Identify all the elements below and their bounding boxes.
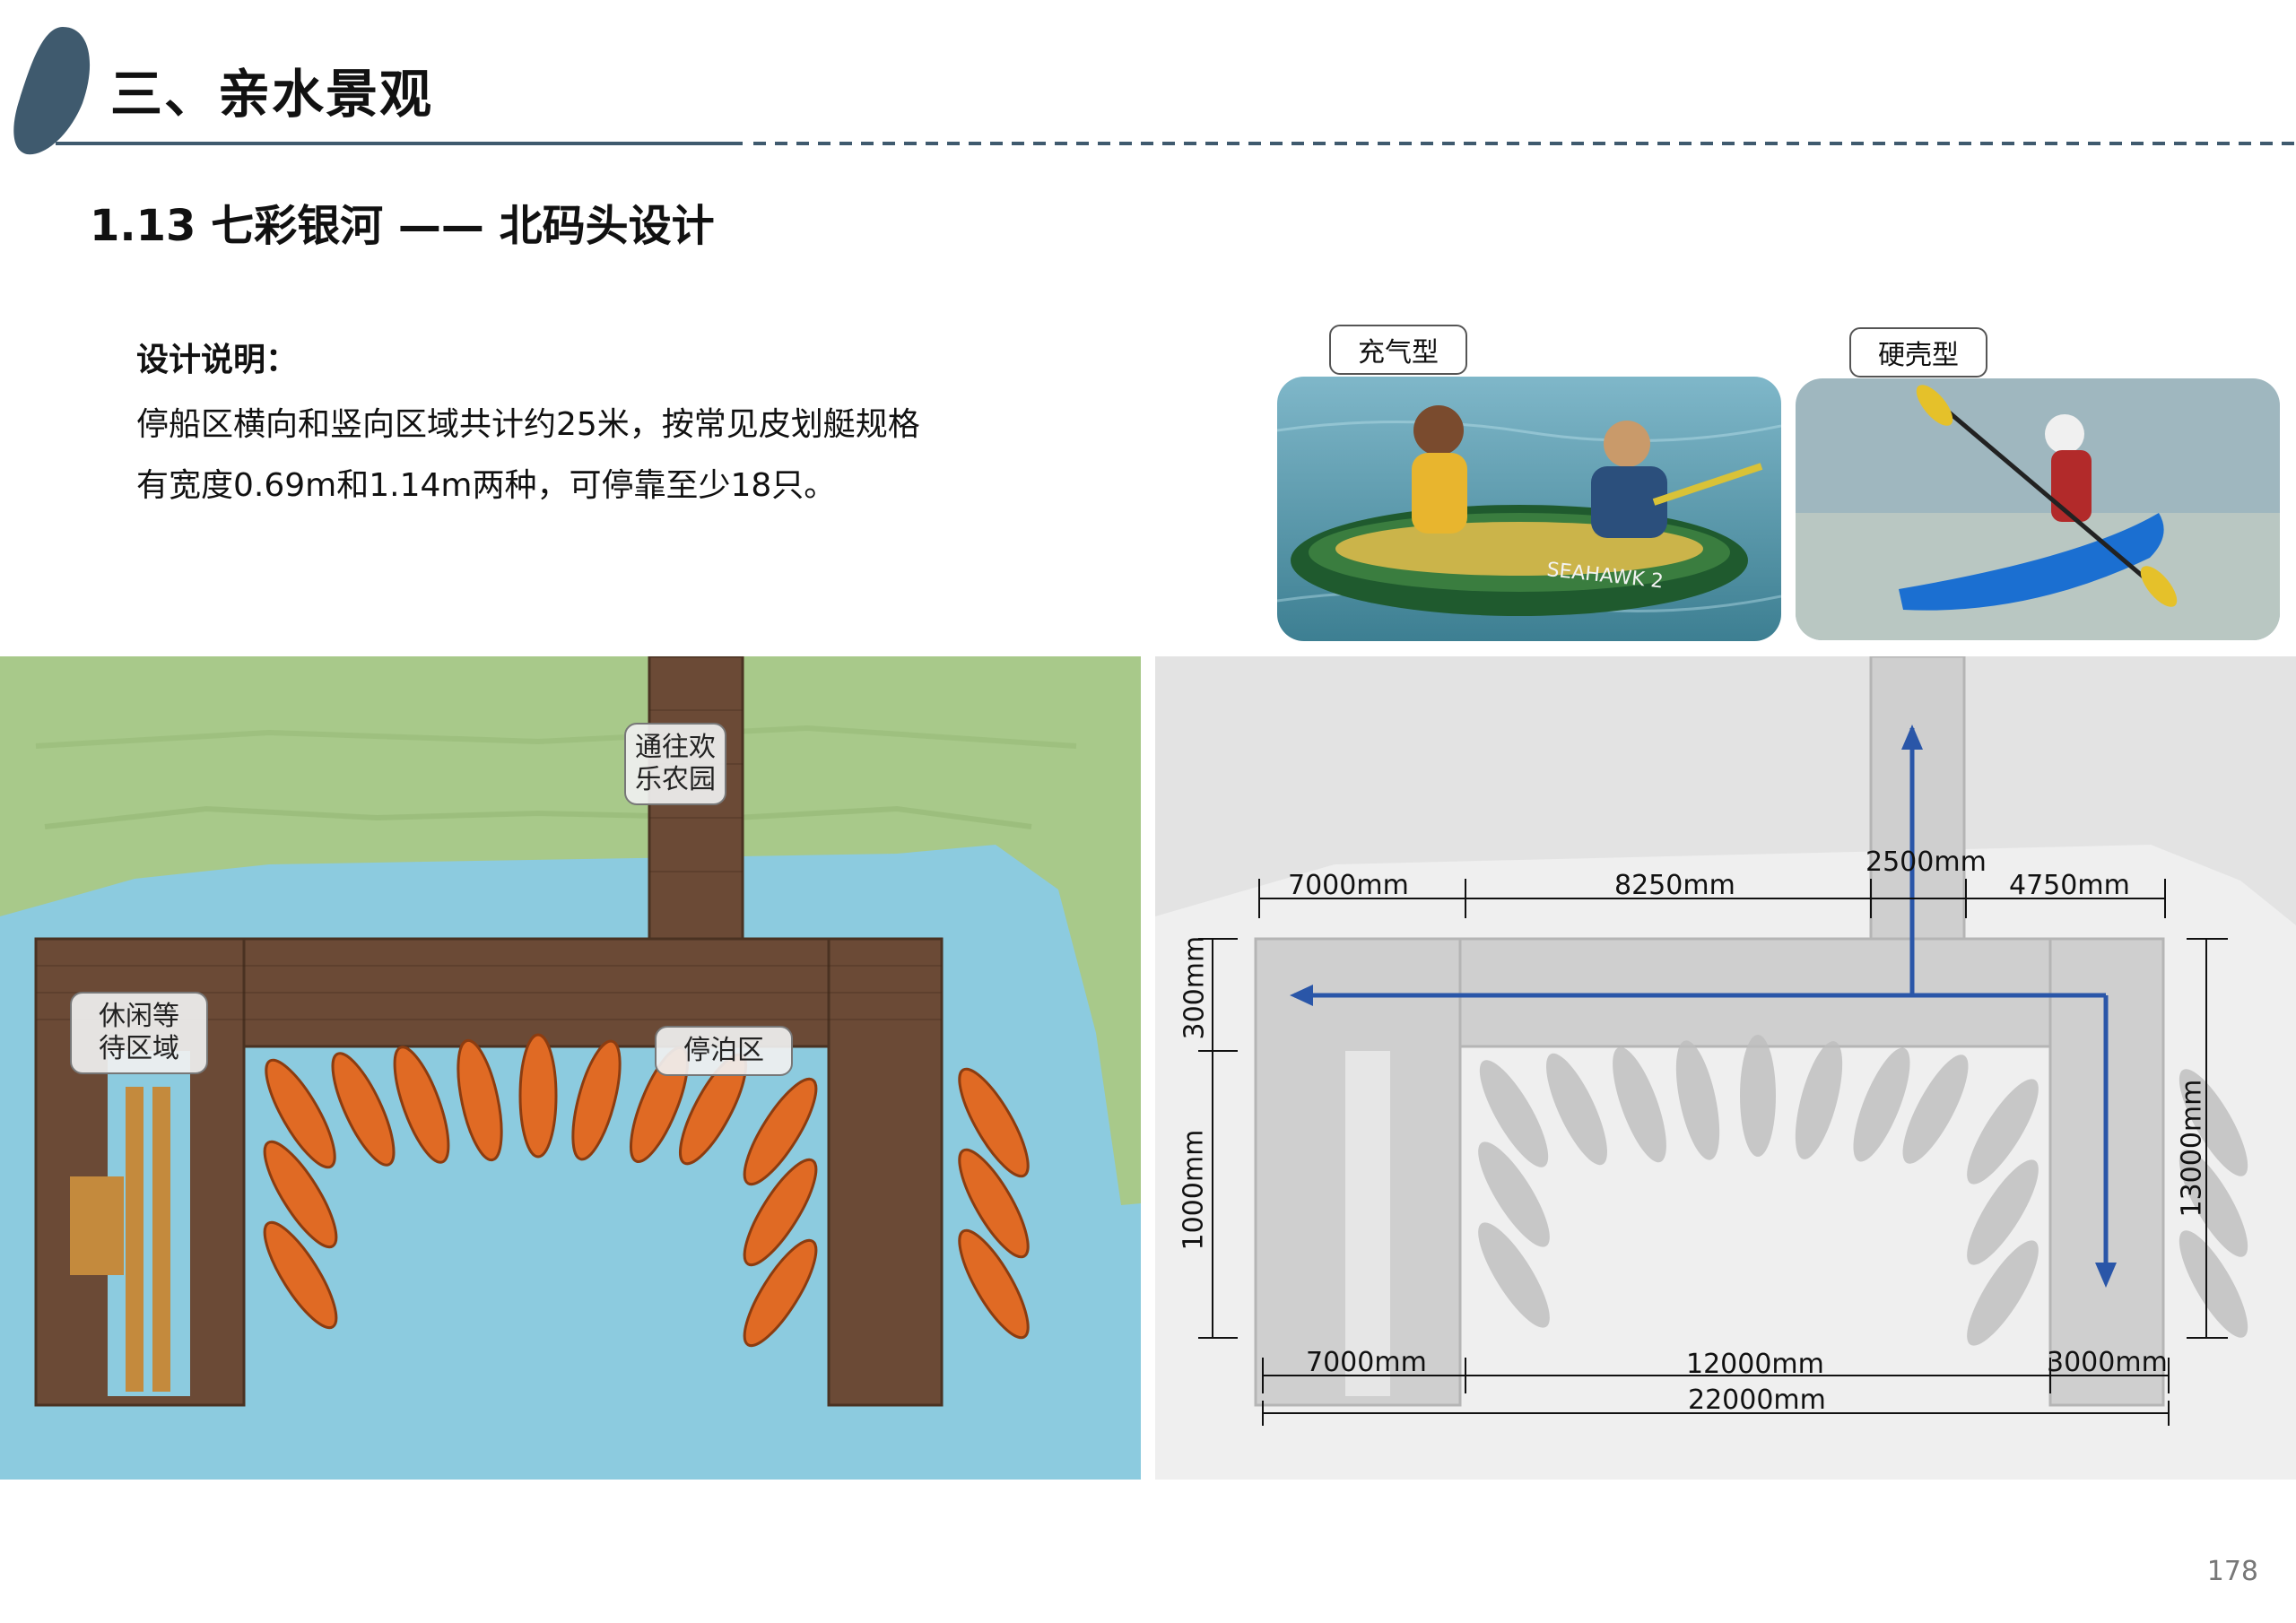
east-deck-arm: [827, 937, 944, 1407]
color-site-plan: 通往欢 乐农园 休闲等 待区域 停泊区: [0, 655, 1141, 1480]
arrow-head-south-icon: [2095, 1263, 2117, 1288]
farm-access-label: 通往欢 乐农园: [624, 723, 726, 805]
grass-bank: [0, 656, 1141, 1205]
description-heading: 设计说明：: [136, 342, 299, 378]
page-number: 178: [2206, 1556, 2258, 1587]
rest-area-label: 休闲等 待区域: [70, 992, 208, 1074]
hardshell-type-tag: 硬壳型: [1849, 327, 1987, 378]
dim-left-lower: 1000mm: [1178, 1129, 1210, 1251]
dim-right-total: 13000mm: [2176, 1079, 2208, 1218]
leaf-logo-icon: [13, 27, 91, 155]
dim-left-upper: 300mm: [1178, 935, 1211, 1040]
description-body: 停船区横向和竖向区域共计约25米，按常见皮划艇规格 有宽度0.69m和1.14m…: [136, 395, 1033, 516]
inflatable-type-tag: 充气型: [1329, 325, 1467, 375]
dimensioned-site-plan: 7000mm 8250mm 2500mm 4750mm 300mm 1000mm…: [1155, 655, 2296, 1480]
arrow-head-west-icon: [1290, 985, 1313, 1006]
inflatable-boat-illustration: SEAHAWK 2: [1277, 377, 1781, 641]
circulation-arrow: [1294, 728, 2109, 1275]
hardshell-kayak-illustration: [1796, 378, 2280, 640]
kayak-hull: [1899, 513, 2164, 611]
page-subtitle: 1.13 七彩银河 —— 北码头设计: [90, 201, 715, 251]
dim-top-right: 4750mm: [2009, 870, 2130, 901]
dim-top-mid: 8250mm: [1614, 870, 1735, 901]
hardshell-kayak-photo: [1796, 378, 2280, 640]
dim-bottom-right: 3000mm: [2047, 1347, 2168, 1378]
dim-bottom-left: 7000mm: [1306, 1347, 1427, 1378]
section-title: 三、亲水景观: [110, 64, 434, 125]
description-line-2: 有宽度0.69m和1.14m两种，可停靠至少18只。: [136, 467, 837, 504]
dim-top-left: 7000mm: [1288, 870, 1409, 901]
inflatable-boat-photo: SEAHAWK 2: [1277, 377, 1781, 641]
description-line-1: 停船区横向和竖向区域共计约25米，按常见皮划艇规格: [136, 406, 920, 443]
kayak-group: [263, 1033, 1030, 1348]
dimension-plan-drawing: [1155, 655, 2296, 1480]
dim-bottom-mid: 12000mm: [1686, 1349, 1824, 1380]
arrow-head-north-icon: [1901, 725, 1923, 750]
berth-area-label: 停泊区: [655, 1026, 793, 1076]
dim-top-pier: 2500mm: [1866, 846, 1987, 878]
dim-bottom-total: 22000mm: [1688, 1384, 1826, 1416]
header-decoration: [13, 27, 2296, 155]
